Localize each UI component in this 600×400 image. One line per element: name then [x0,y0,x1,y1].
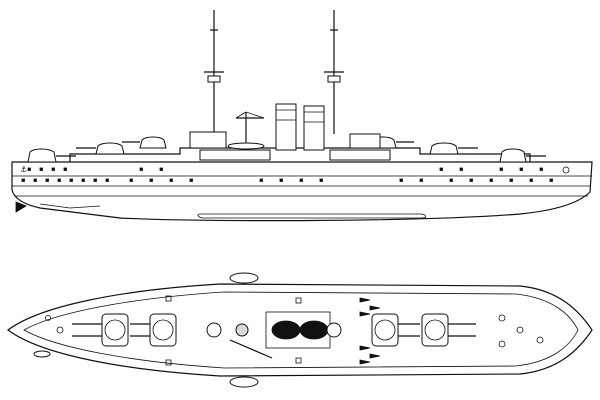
plan-crane-base [235,323,249,337]
plan-view [6,272,593,388]
boat-deck-house [199,149,271,161]
forward-bridge [189,131,227,149]
plan-aft-mast [326,322,342,338]
aft-deck-house [329,149,391,161]
stern-hawse-icon [562,166,570,174]
plan-bow-boat [33,350,51,358]
aft-turret-c [499,148,546,163]
plan-aft-turret-1 [371,313,420,347]
plan-deck-fittings [45,295,544,366]
bilge-keel [197,213,426,219]
aft-mast [324,10,344,134]
plan-boat-port [229,272,259,284]
bow-anchor-icon: ⚓ [20,165,27,174]
superstructure [69,147,531,162]
plan-boat-starboard [229,376,259,388]
hull-plan-inner [23,291,579,369]
portholes-lower [27,167,543,171]
plan-aft-turret-2 [421,313,476,347]
forward-funnel [275,103,297,151]
plan-aft-funnel [299,320,329,340]
forward-turret-a [27,148,76,163]
portholes-upper [21,178,553,182]
boat-crane [235,111,265,150]
plan-casemate-guns [359,297,381,365]
ship-boat [227,142,265,150]
forward-mast [204,10,224,132]
propeller-rudder [15,201,101,213]
hull-side [11,161,593,222]
plan-forward-mast [206,322,222,338]
hull-plan [6,283,593,377]
forward-turret-c [122,136,167,149]
plan-forward-funnel [271,320,301,340]
aft-turret-b [429,142,478,155]
side-elevation-view: ⚓ [11,10,593,222]
plan-forward-turret-2 [130,313,177,347]
forward-turret-b [76,142,125,155]
plan-forward-turret-1 [72,313,129,347]
aft-bridge [349,133,381,149]
plan-crane-arm [229,339,273,359]
aft-funnel [303,105,325,151]
